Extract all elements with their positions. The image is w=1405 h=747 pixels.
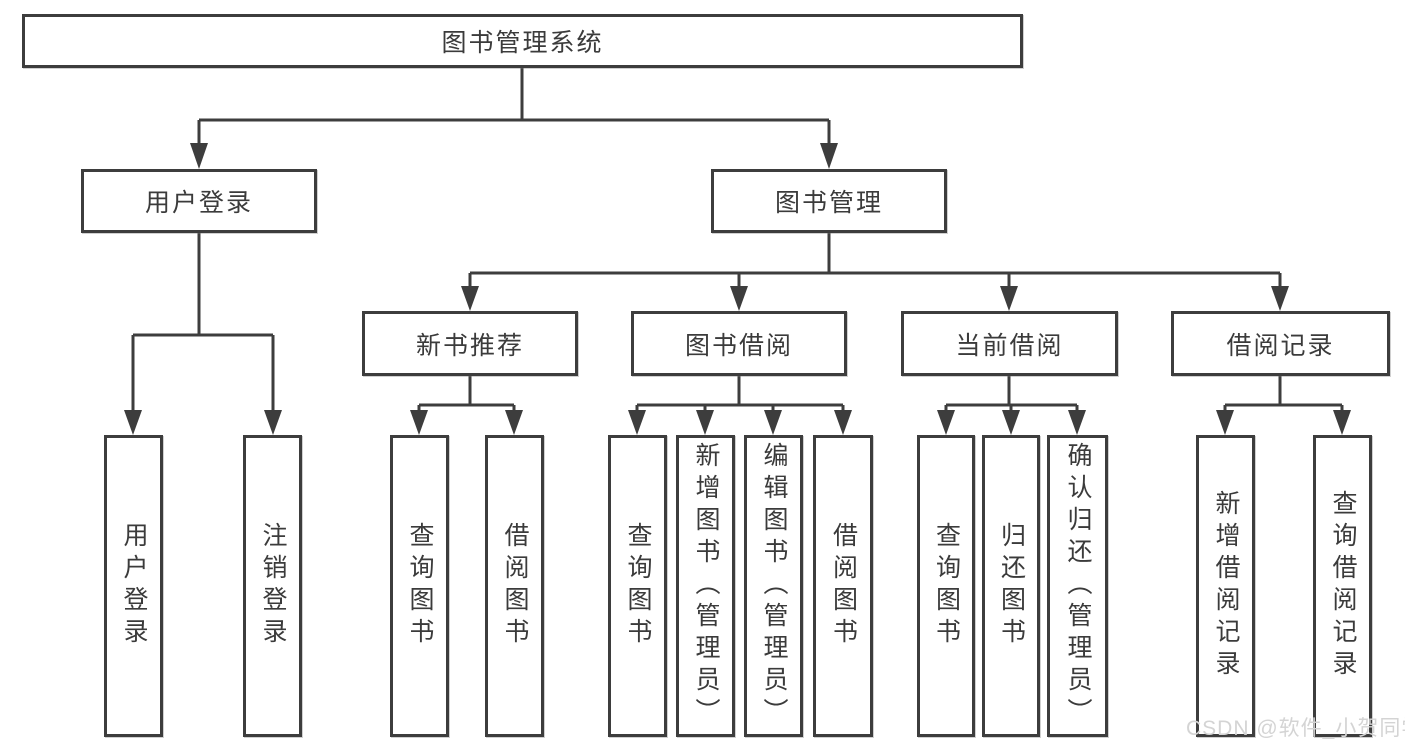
arrowhead-icon: [264, 410, 282, 435]
node-current-borrow: 当前借阅: [901, 311, 1118, 376]
node-root-system: 图书管理系统: [22, 14, 1023, 68]
connector-user-login: [131, 233, 275, 412]
leaf-label: 借阅图书: [829, 522, 858, 650]
connector-book-management: [468, 233, 1282, 288]
leaf-label: 查询借阅记录: [1329, 490, 1357, 682]
node-label: 图书借阅: [684, 331, 793, 360]
arrowhead-icon: [505, 410, 523, 435]
arrowhead-icon: [1271, 286, 1289, 311]
arrowhead-icon: [820, 143, 838, 169]
arrowhead-icon: [1068, 410, 1086, 435]
connector-book-borrow: [635, 376, 845, 412]
csdn-watermark: CSDN @软件_小贺同学: [1186, 717, 1405, 740]
connector-new-book: [417, 376, 516, 412]
leaf-label: 归还图书: [997, 522, 1026, 650]
arrowhead-icon: [190, 143, 208, 169]
leaf-label: 查询图书: [406, 522, 434, 650]
arrowhead-icon: [937, 410, 955, 435]
leaf-add-borrow-record: 新增借阅记录: [1196, 435, 1255, 737]
leaf-borrow-book-2: 借阅图书: [813, 435, 873, 737]
leaf-return-book: 归还图书: [982, 435, 1040, 737]
arrowhead-icon: [764, 410, 782, 435]
node-new-book-recommend: 新书推荐: [362, 311, 578, 376]
node-label: 借阅记录: [1226, 331, 1335, 360]
leaf-label: 新增图书（管理员）: [692, 442, 720, 730]
arrowhead-icon: [461, 286, 479, 311]
connector-borrow-record: [1223, 376, 1344, 412]
connector-root-stem: [197, 68, 831, 146]
arrowhead-icon: [730, 286, 748, 311]
leaf-label: 查询图书: [932, 522, 961, 650]
arrowhead-icon: [1002, 410, 1020, 435]
leaf-borrow-book-1: 借阅图书: [485, 435, 544, 737]
leaf-label: 新增借阅记录: [1212, 490, 1240, 682]
node-label: 图书管理系统: [441, 29, 604, 57]
leaf-label: 查询图书: [624, 522, 652, 650]
leaf-edit-book-admin: 编辑图书（管理员）: [744, 435, 803, 737]
leaf-label: 编辑图书（管理员）: [760, 442, 788, 730]
arrowhead-icon: [1000, 286, 1018, 311]
arrowhead-icon: [696, 410, 714, 435]
leaf-query-book-1: 查询图书: [390, 435, 449, 737]
leaf-label: 注销登录: [259, 522, 287, 650]
leaf-confirm-return-admin: 确认归还（管理员）: [1047, 435, 1108, 737]
node-label: 新书推荐: [415, 331, 524, 360]
leaf-user-login: 用户登录: [104, 435, 163, 737]
node-borrow-record: 借阅记录: [1171, 311, 1390, 376]
node-label: 图书管理: [774, 189, 883, 217]
leaf-query-borrow-record: 查询借阅记录: [1313, 435, 1372, 737]
leaf-query-book-3: 查询图书: [917, 435, 975, 737]
arrowhead-icon: [628, 410, 646, 435]
leaf-logout: 注销登录: [243, 435, 302, 737]
leaf-label: 确认归还（管理员）: [1064, 442, 1092, 730]
leaf-label: 借阅图书: [501, 522, 529, 650]
leaf-query-book-2: 查询图书: [608, 435, 667, 737]
node-book-management: 图书管理: [711, 169, 947, 233]
arrowhead-icon: [1333, 410, 1351, 435]
leaf-label: 用户登录: [120, 522, 148, 650]
node-label: 用户登录: [144, 189, 253, 217]
arrowhead-icon: [834, 410, 852, 435]
connector-current-borrow: [944, 376, 1079, 412]
node-user-login: 用户登录: [81, 169, 317, 233]
node-book-borrow: 图书借阅: [631, 311, 847, 376]
node-label: 当前借阅: [955, 331, 1064, 360]
arrowhead-icon: [124, 410, 142, 435]
leaf-add-book-admin: 新增图书（管理员）: [676, 435, 735, 737]
arrowhead-icon: [410, 410, 428, 435]
arrowhead-icon: [1216, 410, 1234, 435]
